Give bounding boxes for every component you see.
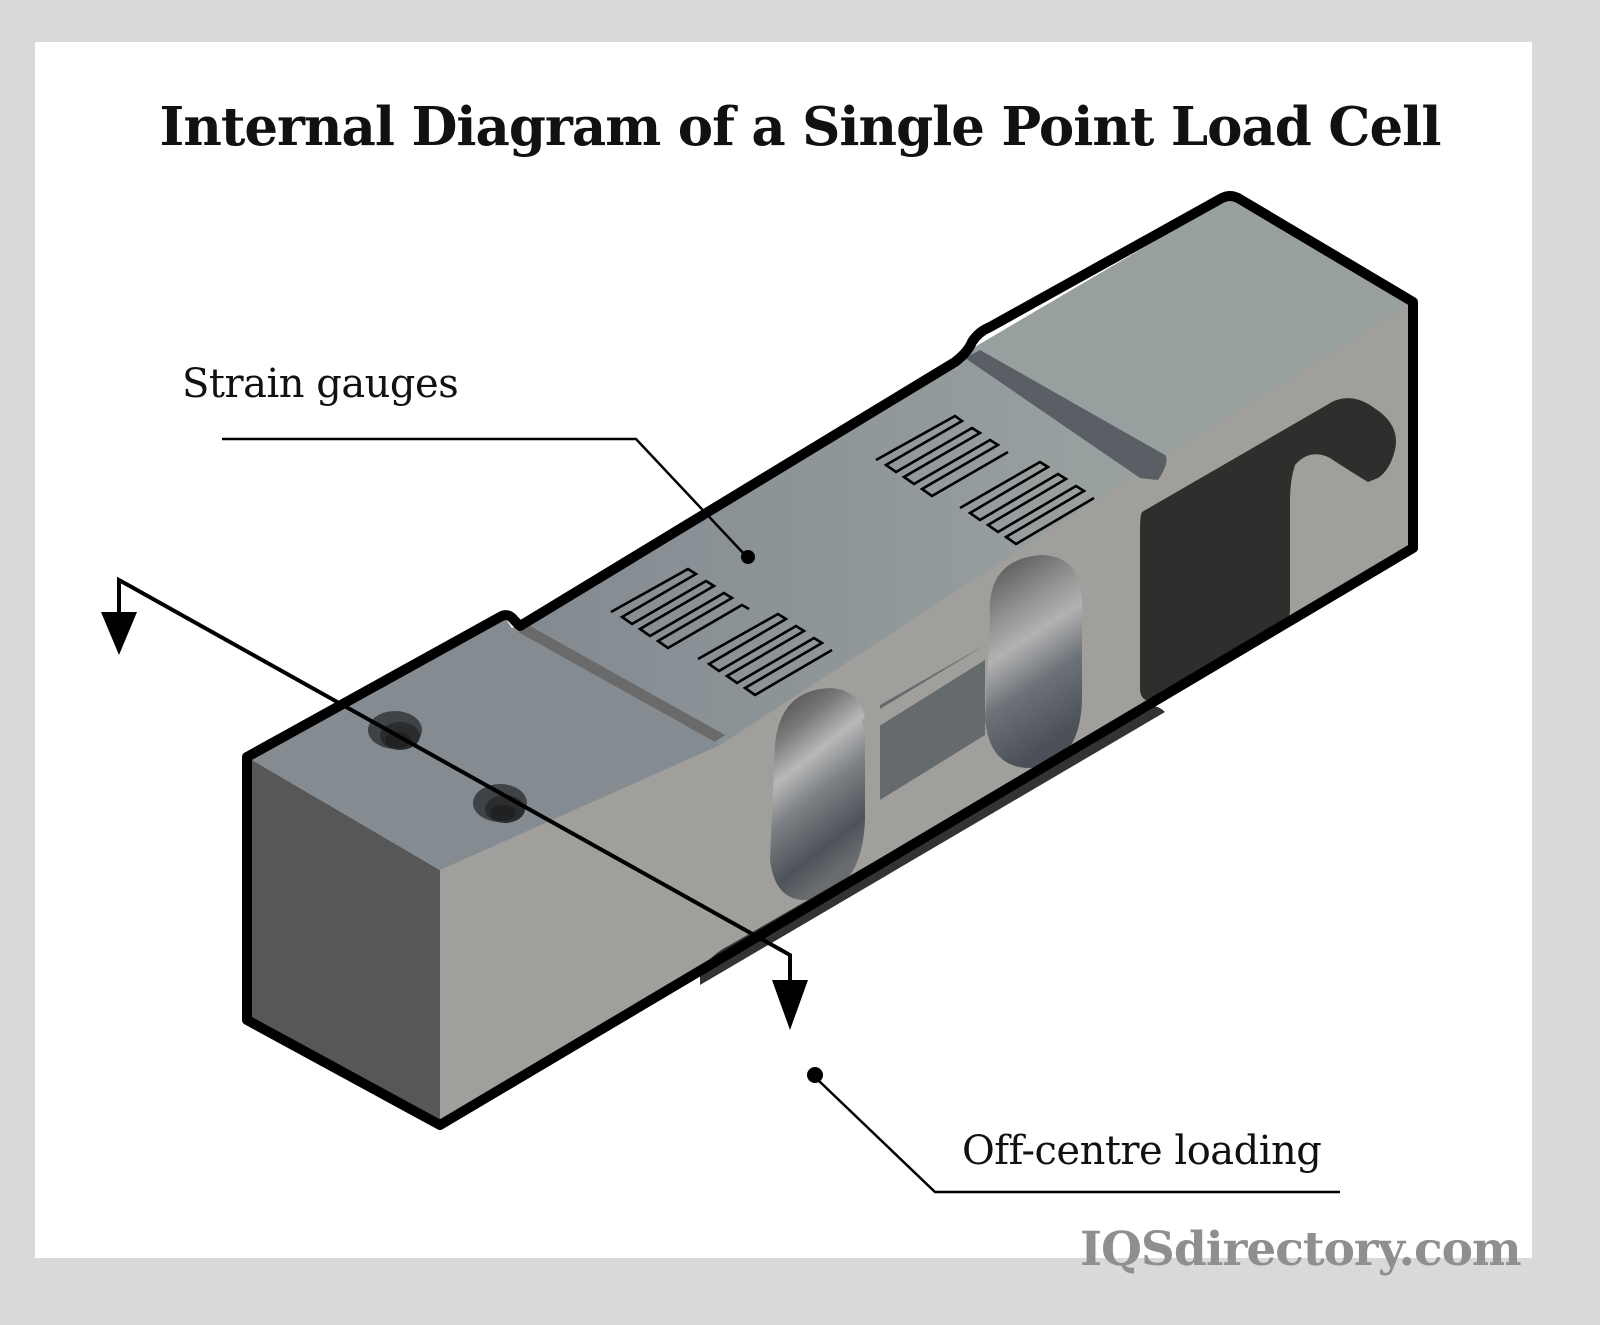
load-path-arrow	[101, 576, 808, 1030]
bore-tunnel	[880, 645, 985, 800]
bore-left	[770, 688, 865, 900]
left-arrowhead-icon	[101, 612, 137, 655]
groove-left	[518, 626, 725, 742]
strain-gauges-leader	[222, 437, 755, 564]
top-face-left-block	[247, 618, 720, 870]
strain-gauge-group-2	[875, 414, 1095, 546]
strain-gauge-1b	[697, 612, 833, 697]
groove-right	[965, 350, 1167, 480]
load-path-line	[117, 576, 792, 980]
right-arrowhead-icon	[772, 980, 808, 1030]
strain-gauge-2b	[959, 460, 1095, 546]
top-face-right-block	[965, 198, 1413, 465]
bore-right	[985, 555, 1082, 768]
bore-ledge	[862, 645, 985, 735]
bottom-chamfer	[700, 705, 1165, 985]
end-face	[247, 757, 440, 1122]
right-cutout	[1140, 398, 1396, 701]
strain-gauge-1a	[610, 567, 750, 650]
top-face-gauge-area	[512, 355, 1150, 745]
strain-gauge-2a	[875, 414, 1009, 498]
watermark-logo: IQSdirectory.com	[1080, 1222, 1522, 1277]
diagram-title: Internal Diagram of a Single Point Load …	[159, 96, 1442, 158]
off-centre-loading-label: Off-centre loading	[962, 1128, 1322, 1174]
load-cell-outline	[242, 191, 1418, 1130]
strain-gauges-label: Strain gauges	[182, 361, 459, 407]
strain-gauge-group-1	[610, 567, 833, 697]
off-centre-leader	[807, 1067, 1340, 1194]
